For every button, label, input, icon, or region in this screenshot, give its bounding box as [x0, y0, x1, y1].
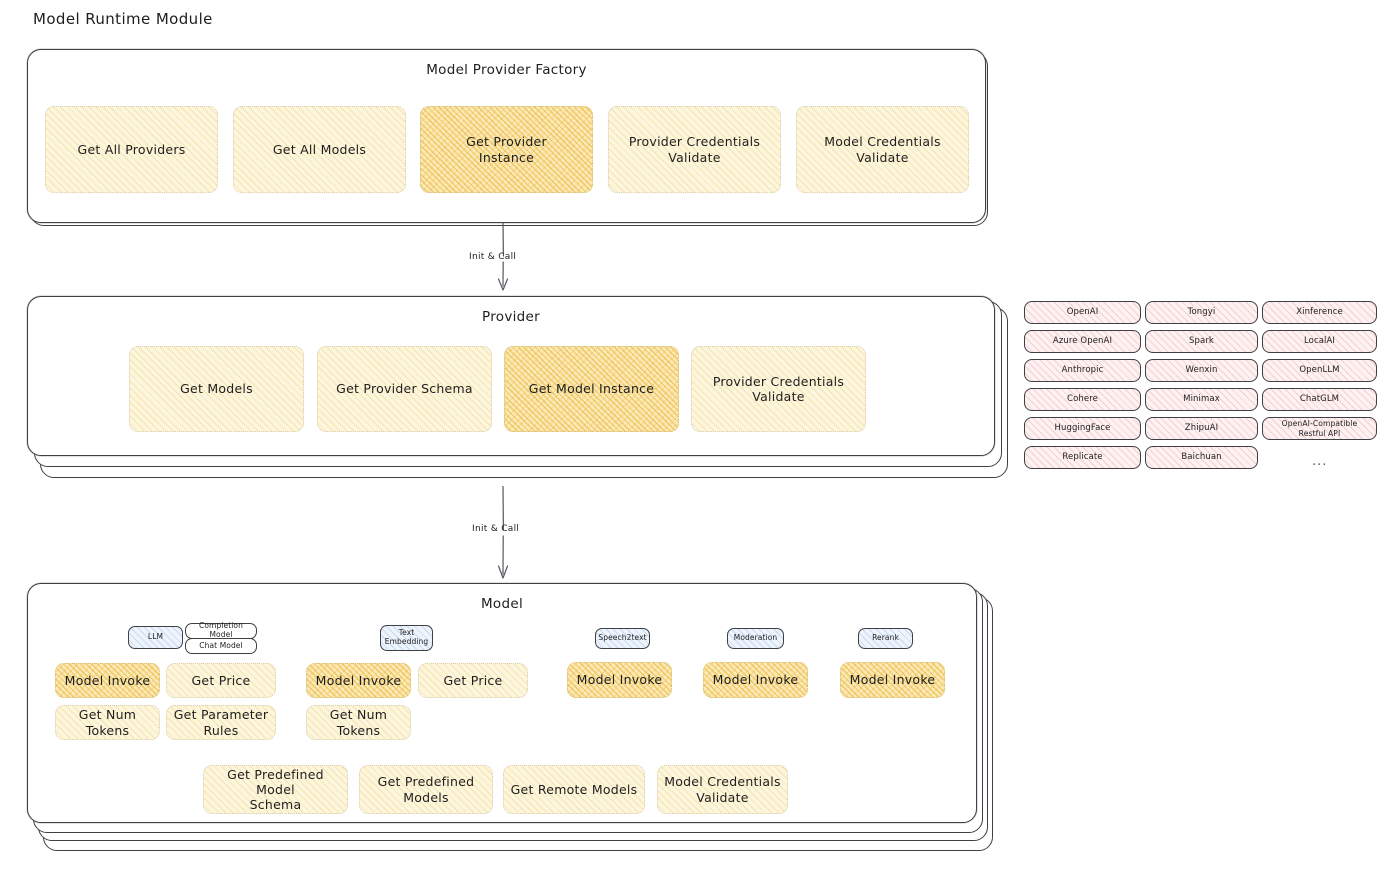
model-type-text-embedding[interactable]: Text Embedding	[380, 625, 433, 651]
model-common-node-model-credentials-validate[interactable]: Model Credentials Validate	[657, 765, 788, 814]
provider-list-ellipsis: ...	[1312, 454, 1328, 469]
model-text-embedding-node-get-num-tokens[interactable]: Get Num Tokens	[306, 705, 411, 740]
provider-chip-zhipuai[interactable]: ZhipuAI	[1145, 417, 1258, 440]
factory-node-get-all-models[interactable]: Get All Models	[233, 106, 406, 193]
model-moderation-node-model-invoke[interactable]: Model Invoke	[703, 662, 808, 698]
arrow-down-icon	[497, 221, 509, 291]
provider-node-get-provider-schema[interactable]: Get Provider Schema	[317, 346, 492, 432]
factory-node-get-provider-instance[interactable]: Get Provider Instance	[420, 106, 593, 193]
provider-chip-openllm[interactable]: OpenLLM	[1262, 359, 1377, 382]
model-llm-node-get-price[interactable]: Get Price	[166, 663, 276, 698]
provider-chip-minimax[interactable]: Minimax	[1145, 388, 1258, 411]
model-type-completion-model[interactable]: Completion Model	[185, 621, 257, 639]
provider-chip-localai[interactable]: LocalAI	[1262, 330, 1377, 353]
model-speech2text-node-model-invoke[interactable]: Model Invoke	[567, 662, 672, 698]
factory-node-model-credentials-validate[interactable]: Model Credentials Validate	[796, 106, 969, 193]
model-type-llm[interactable]: LLM	[128, 626, 183, 649]
provider-chip-tongyi[interactable]: Tongyi	[1145, 301, 1258, 324]
model-type-moderation[interactable]: Moderation	[727, 628, 784, 649]
model-common-node-get-predefined-models[interactable]: Get Predefined Models	[359, 765, 493, 814]
arrow-down-icon	[497, 485, 509, 579]
model-rerank-node-model-invoke[interactable]: Model Invoke	[840, 662, 945, 698]
provider-chip-spark[interactable]: Spark	[1145, 330, 1258, 353]
provider-chip-openai[interactable]: OpenAI	[1024, 301, 1141, 324]
connector-label-init-call-1: Init & Call	[469, 252, 517, 262]
model-text-embedding-node-model-invoke[interactable]: Model Invoke	[306, 663, 411, 698]
connector-provider-to-model	[494, 485, 512, 582]
provider-chip-cohere[interactable]: Cohere	[1024, 388, 1141, 411]
provider-chip-huggingface[interactable]: HuggingFace	[1024, 417, 1141, 440]
connector-label-init-call-2: Init & Call	[472, 524, 520, 534]
provider-title: Provider	[482, 309, 540, 325]
provider-chip-replicate[interactable]: Replicate	[1024, 446, 1141, 469]
model-llm-node-get-num-tokens[interactable]: Get Num Tokens	[55, 705, 160, 740]
model-common-node-get-predefined-model-schema[interactable]: Get Predefined Model Schema	[203, 765, 348, 814]
model-type-speech2text[interactable]: Speech2text	[595, 628, 650, 649]
model-text-embedding-node-get-price[interactable]: Get Price	[418, 663, 528, 698]
connector-factory-to-provider	[494, 221, 512, 294]
model-llm-node-get-parameter-rules[interactable]: Get Parameter Rules	[166, 705, 276, 740]
provider-chip-azure-openai[interactable]: Azure OpenAI	[1024, 330, 1141, 353]
provider-chip-baichuan[interactable]: Baichuan	[1145, 446, 1258, 469]
model-common-node-get-remote-models[interactable]: Get Remote Models	[503, 765, 645, 814]
model-title: Model	[480, 596, 524, 612]
factory-title: Model Provider Factory	[426, 62, 587, 78]
page-title: Model Runtime Module	[33, 10, 213, 28]
provider-chip-xinference[interactable]: Xinference	[1262, 301, 1377, 324]
provider-node-get-model-instance[interactable]: Get Model Instance	[504, 346, 679, 432]
provider-node-get-models[interactable]: Get Models	[129, 346, 304, 432]
model-type-rerank[interactable]: Rerank	[858, 628, 913, 649]
provider-chip-wenxin[interactable]: Wenxin	[1145, 359, 1258, 382]
model-llm-node-model-invoke[interactable]: Model Invoke	[55, 663, 160, 698]
provider-chip-openai-compatible-restful-api[interactable]: OpenAI-Compatible Restful API	[1262, 417, 1377, 440]
model-frame: Model	[27, 583, 977, 823]
provider-chip-anthropic[interactable]: Anthropic	[1024, 359, 1141, 382]
provider-node-provider-credentials-validate[interactable]: Provider Credentials Validate	[691, 346, 866, 432]
factory-node-get-all-providers[interactable]: Get All Providers	[45, 106, 218, 193]
provider-chip-chatglm[interactable]: ChatGLM	[1262, 388, 1377, 411]
factory-node-provider-credentials-validate[interactable]: Provider Credentials Validate	[608, 106, 781, 193]
model-type-chat-model[interactable]: Chat Model	[185, 638, 257, 654]
